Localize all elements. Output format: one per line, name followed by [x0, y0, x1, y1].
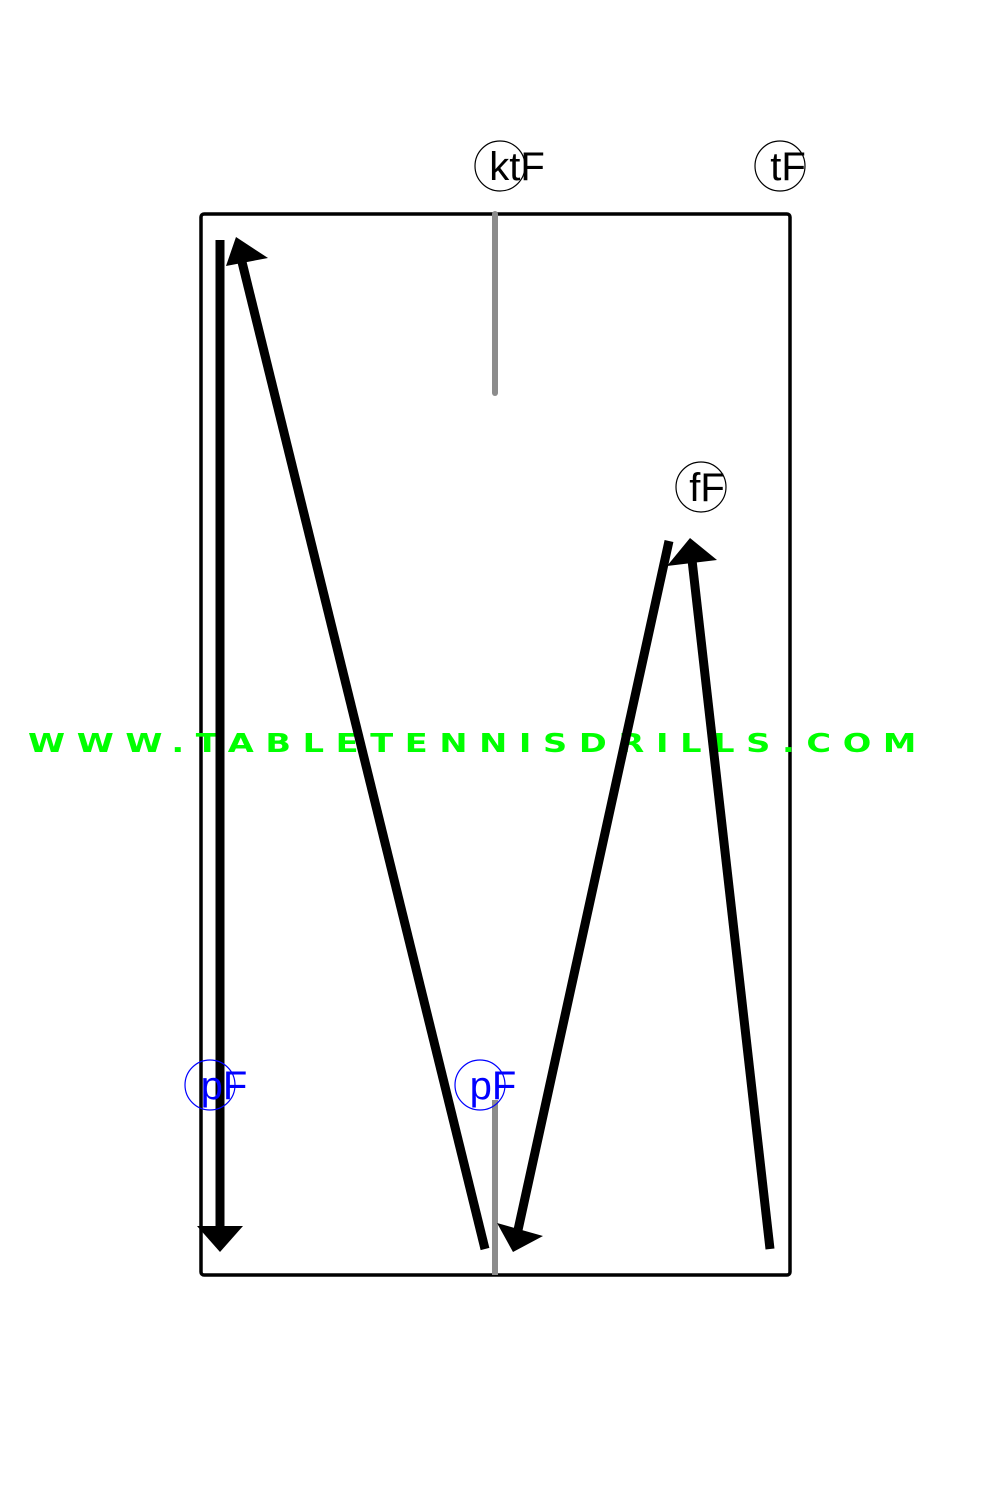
label-bottom-middle-text: pF: [470, 1064, 517, 1108]
label-bottom-left-text: pF: [201, 1064, 248, 1108]
arrow-head-left-bottom: [197, 1226, 243, 1252]
label-top-middle-text: ktF: [489, 145, 545, 189]
path-diagonal-up-left: [237, 260, 490, 1251]
position-labels: ktF tF fF pF pF: [184, 140, 806, 1111]
label-top-middle: ktF: [474, 140, 545, 192]
label-bottom-middle: pF: [454, 1059, 517, 1111]
label-top-right-text: tF: [770, 145, 806, 189]
watermark-text: WWW.TABLETENNISDRILLS.COM: [28, 729, 928, 759]
ball-paths: [215, 240, 775, 1251]
label-middle-right-text: fF: [689, 466, 725, 510]
label-top-right: tF: [754, 140, 806, 192]
path-diagonal-down-middle: [513, 540, 674, 1231]
arrow-head-left-top: [226, 237, 268, 266]
label-bottom-left: pF: [184, 1059, 248, 1111]
arrow-head-right-top: [667, 538, 717, 566]
arrow-head-middle-bottom: [497, 1223, 543, 1252]
label-middle-right: fF: [675, 461, 727, 513]
path-diagonal-up-right: [687, 559, 775, 1250]
arrow-heads: [197, 237, 717, 1252]
